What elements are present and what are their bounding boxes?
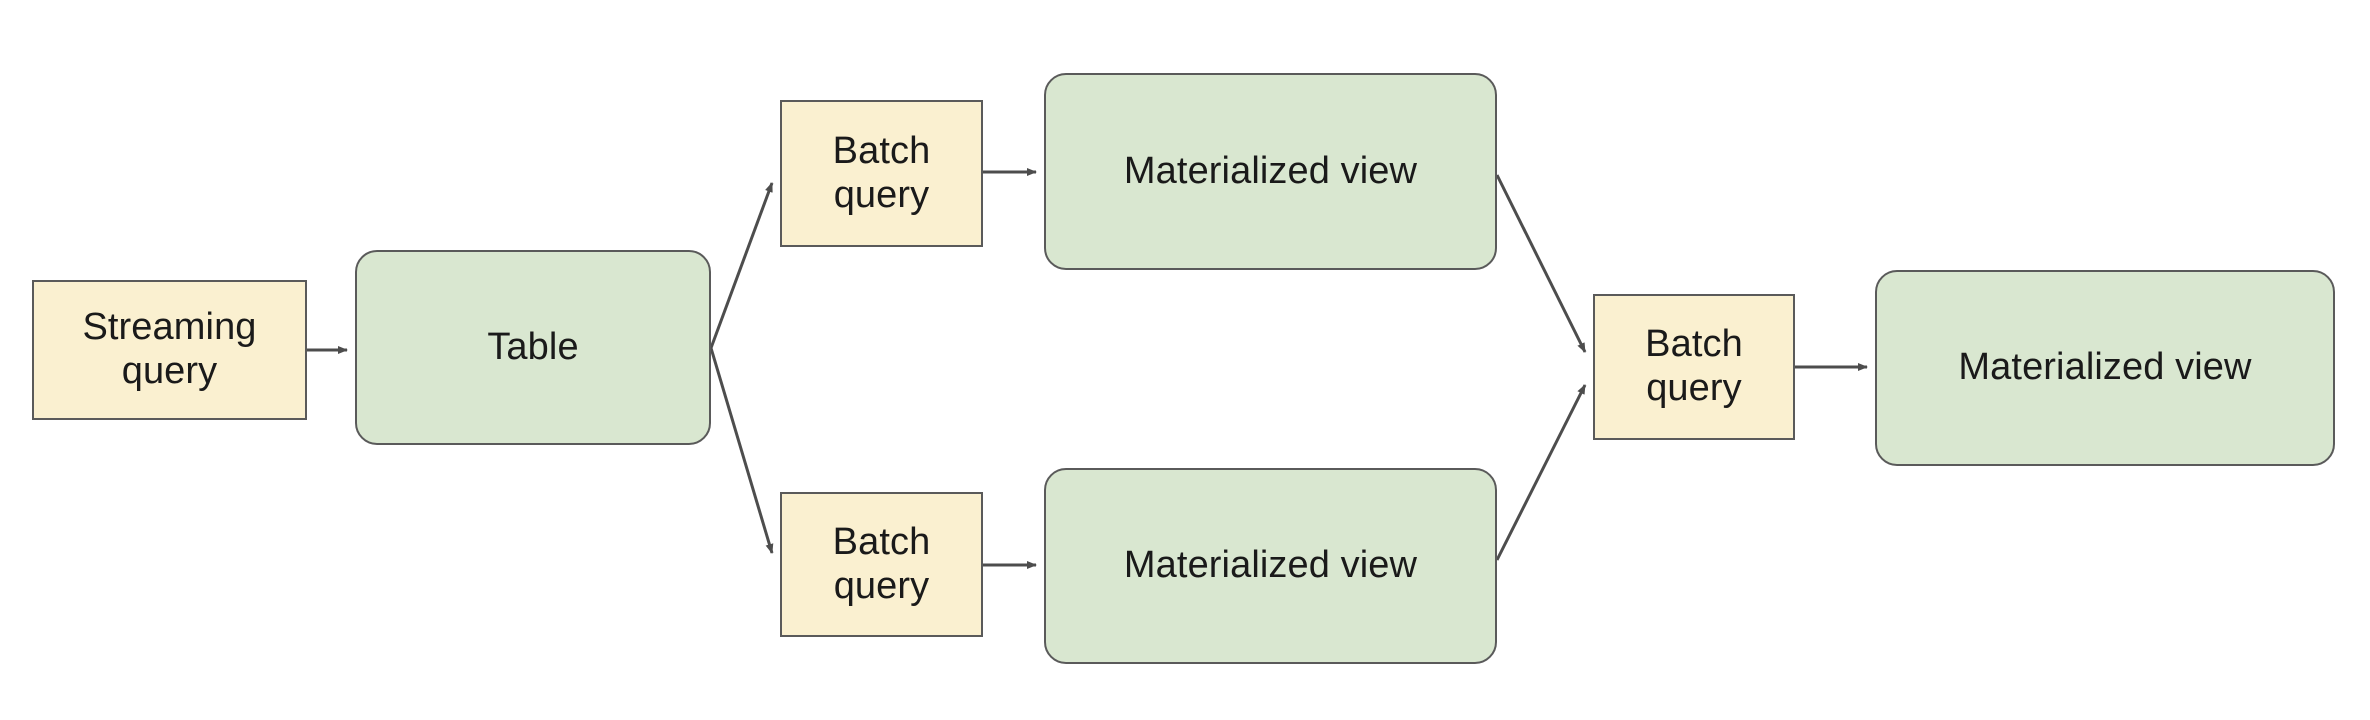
node-label: Streaming query (82, 306, 257, 392)
node-label: Batch query (1645, 323, 1743, 409)
node-batch-query-join[interactable]: Batch query (1593, 294, 1795, 440)
edge-materialized-view-bottom-to-batch-query-join (1495, 384, 1587, 561)
node-table[interactable]: Table (355, 250, 711, 445)
edge-table-to-batch-query-top (709, 182, 774, 349)
node-label: Materialized view (1123, 149, 1418, 192)
node-label: Batch query (832, 129, 931, 216)
node-materialized-view-bottom[interactable]: Materialized view (1044, 468, 1497, 664)
node-materialized-view-final[interactable]: Materialized view (1875, 270, 2335, 466)
node-label: Materialized view (1123, 544, 1418, 587)
edge-materialized-view-top-to-batch-query-join (1495, 174, 1587, 353)
node-label: Materialized view (1958, 346, 2252, 389)
node-label: Batch query (832, 520, 931, 607)
node-batch-query-top[interactable]: Batch query (780, 100, 983, 247)
node-label: Table (487, 325, 579, 368)
node-batch-query-bottom[interactable]: Batch query (780, 492, 983, 637)
node-streaming-query[interactable]: Streaming query (32, 280, 307, 420)
node-materialized-view-top[interactable]: Materialized view (1044, 73, 1497, 270)
edge-table-to-batch-query-bottom (709, 347, 774, 554)
